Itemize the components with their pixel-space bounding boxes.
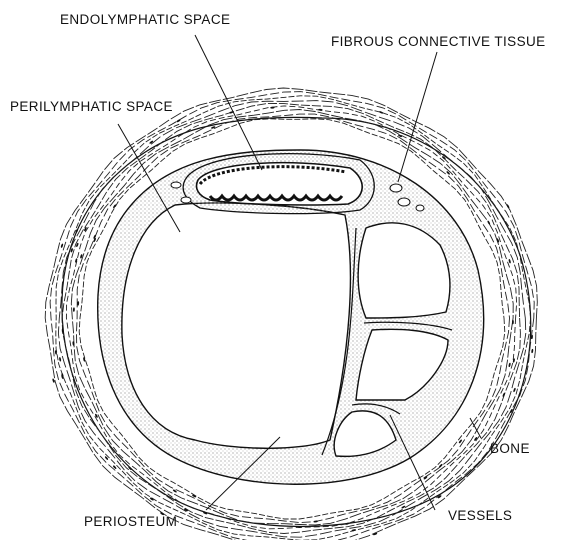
osteocyte-mark xyxy=(75,258,78,263)
label-perilymphatic-space: PERILYMPHATIC SPACE xyxy=(10,99,173,114)
osteocyte-mark xyxy=(508,259,511,264)
label-fibrous-connective-tissue: FIBROUS CONNECTIVE TISSUE xyxy=(331,34,546,49)
osteocyte-mark xyxy=(487,220,491,225)
osteocyte-mark xyxy=(512,320,514,324)
osteocyte-mark xyxy=(513,388,516,393)
osteocyte-mark xyxy=(531,349,533,354)
osteocyte-mark xyxy=(59,357,62,362)
osteocyte-mark xyxy=(379,111,384,114)
endolymphatic-duct xyxy=(183,154,374,214)
label-endolymphatic-space: ENDOLYMPHATIC SPACE xyxy=(60,12,230,27)
osteocyte-mark xyxy=(439,463,443,467)
label-bone: BONE xyxy=(490,441,530,456)
osteocyte-mark xyxy=(508,363,511,368)
osteocyte-mark xyxy=(345,522,350,525)
label-periosteum: PERIOSTEUM xyxy=(84,514,177,529)
osteocyte-mark xyxy=(60,243,63,248)
perilymphatic-space-area xyxy=(122,203,351,448)
label-vessels: VESSELS xyxy=(448,508,512,523)
osteocyte-mark xyxy=(401,505,406,509)
osteocyte-mark xyxy=(73,307,75,311)
